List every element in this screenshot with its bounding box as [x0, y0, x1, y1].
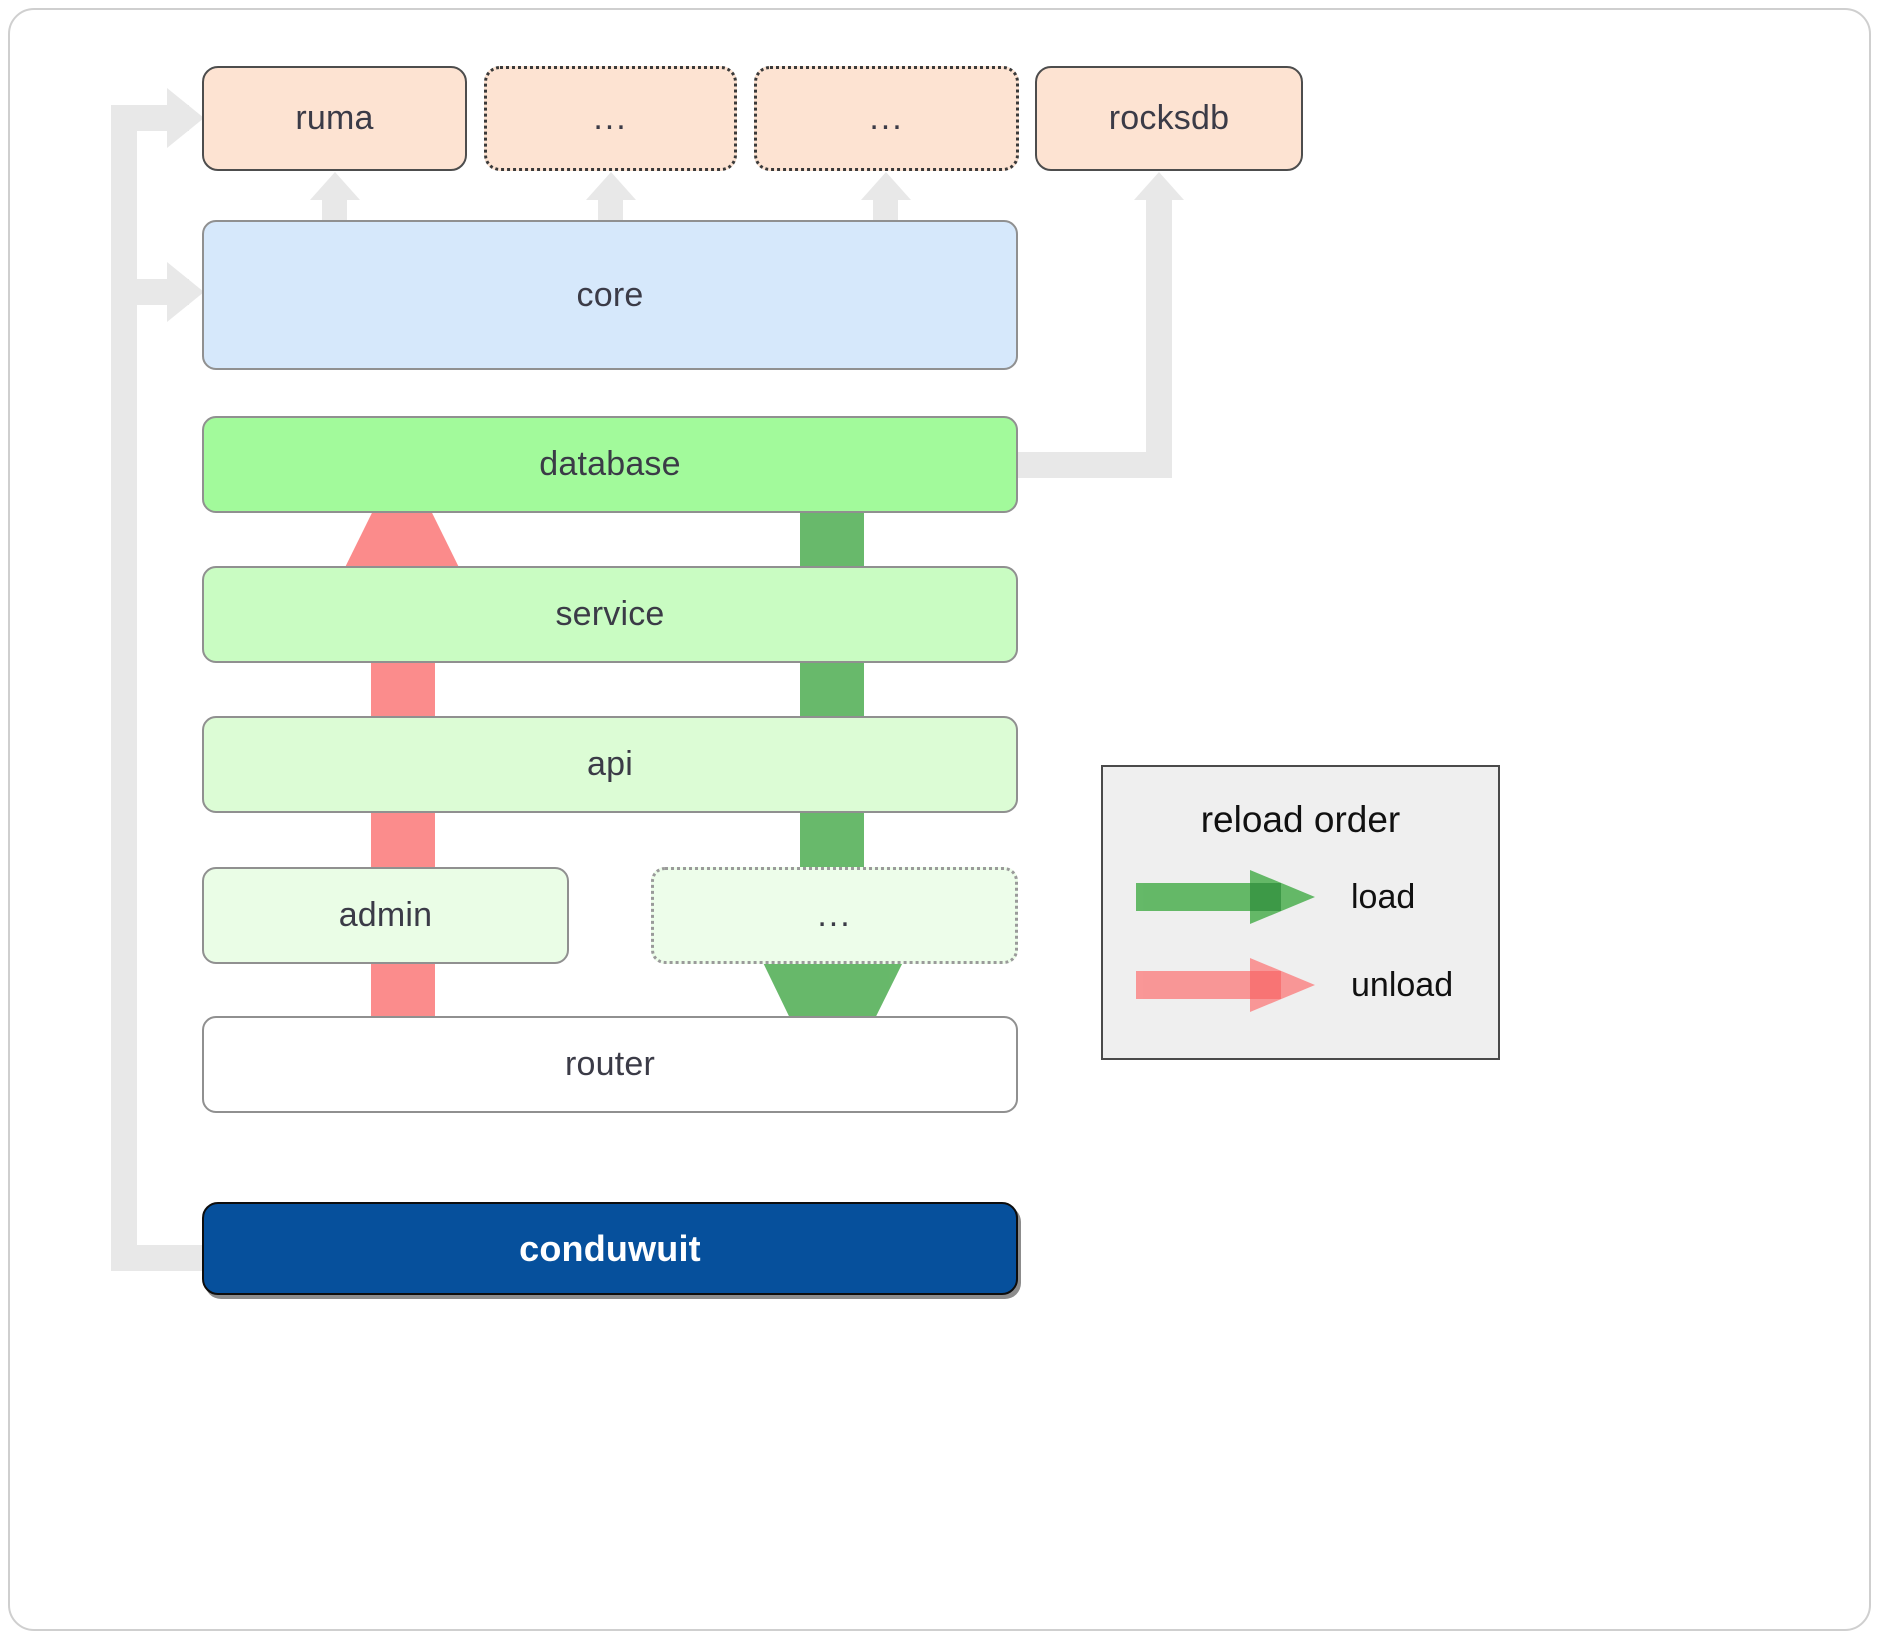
dependency-rocksdb-label: rocksdb [1108, 99, 1230, 137]
legend-swatch-unload [1136, 958, 1315, 1012]
layer-api[interactable]: api [202, 716, 1018, 813]
layer-service-label: service [555, 595, 665, 633]
dependency-ruma[interactable]: ruma [202, 66, 467, 171]
application-conduwuit-label: conduwuit [519, 1227, 701, 1269]
layer-router-label: router [564, 1045, 656, 1083]
layer-router[interactable]: router [202, 1016, 1018, 1113]
dependency-ruma-label: ruma [295, 99, 374, 137]
layer-core-label: core [576, 275, 644, 314]
layer-admin[interactable]: admin [202, 867, 569, 964]
dependency-rocksdb[interactable]: rocksdb [1035, 66, 1303, 171]
layer-service[interactable]: service [202, 566, 1018, 663]
layer-admin-label: admin [338, 896, 433, 934]
legend-arrows [1136, 870, 1315, 1012]
legend: reload order load unload [1101, 765, 1500, 1060]
legend-swatch-load [1136, 870, 1315, 924]
legend-label-unload: unload [1351, 966, 1454, 1004]
layer-placeholder[interactable]: ... [651, 867, 1018, 964]
dependency-placeholder-2-label: ... [869, 99, 904, 137]
layer-api-label: api [587, 745, 633, 783]
dependency-placeholder-1[interactable]: ... [484, 66, 737, 171]
dependency-placeholder-2[interactable]: ... [754, 66, 1019, 171]
application-conduwuit[interactable]: conduwuit [202, 1202, 1018, 1295]
layer-database-label: database [539, 445, 681, 483]
legend-label-load: load [1351, 878, 1416, 916]
layer-core[interactable]: core [202, 220, 1018, 370]
layer-placeholder-label: ... [817, 896, 852, 934]
layer-database[interactable]: database [202, 416, 1018, 513]
legend-title: reload order [1200, 799, 1401, 840]
dependency-placeholder-1-label: ... [593, 99, 628, 137]
